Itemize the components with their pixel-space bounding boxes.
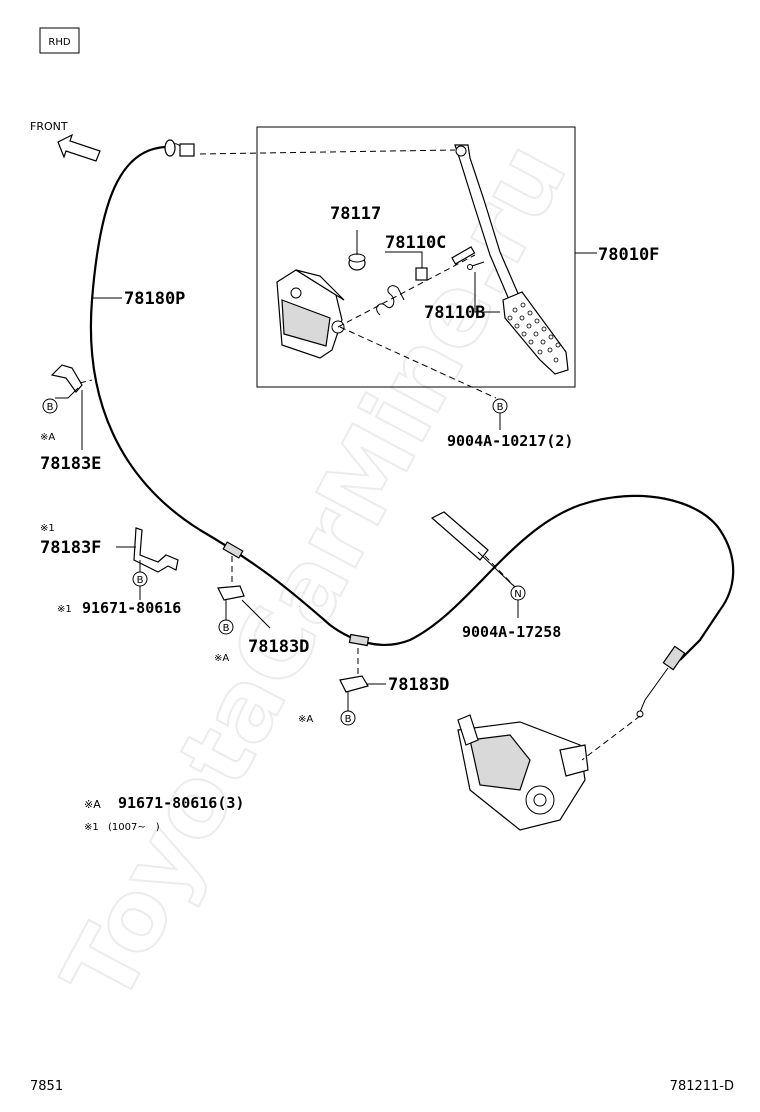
figure-code: 781211-D — [670, 1079, 734, 1094]
bushing-icon — [415, 267, 428, 281]
watermark-text: ToyotaCarMine.ru — [41, 125, 588, 1020]
callout-b-2: B — [497, 402, 504, 413]
leader-lines — [55, 230, 597, 712]
callout-b-4: B — [223, 623, 230, 634]
label-clamp-d-2: 78183D — [388, 675, 449, 695]
front-direction-indicator: FRONT — [30, 120, 101, 162]
bolt-n-dashline — [484, 555, 519, 591]
callout-b-5: B — [345, 714, 352, 725]
cable-to-throttle-dashline — [581, 715, 641, 761]
legend-note-1-mark: ※1 — [84, 822, 99, 833]
page-number: 7851 — [30, 1079, 63, 1094]
accelerator-pedal-icon — [451, 144, 569, 375]
legend-note-a-mark: ※A — [84, 798, 101, 811]
front-arrow-icon — [57, 133, 101, 162]
label-bolt-b-pedal: 9004A-10217(2) — [447, 432, 573, 450]
note-a-mark-1: ※A — [40, 432, 55, 443]
front-label: FRONT — [30, 120, 68, 133]
label-bolt-f: 91671-80616 — [82, 599, 181, 617]
rhd-badge: RHD — [39, 27, 80, 54]
throttle-body-icon — [457, 714, 589, 831]
clamp-e-dashline — [79, 379, 93, 384]
legend-note-1-text: (1007~ ) — [108, 822, 160, 833]
callout-b-3: B — [137, 575, 144, 586]
note-a-mark-2: ※A — [214, 653, 229, 664]
label-bushing: 78110C — [385, 233, 446, 253]
label-pedal-assy: 78010F — [598, 245, 659, 265]
cable-mount-bracket-icon — [430, 511, 519, 591]
note-1-mark-2: ※1 — [57, 604, 72, 615]
clamp-f-icon — [133, 527, 179, 573]
callout-marks: B B B B B N — [42, 398, 526, 726]
notes-legend: ※A 91671-80616(3) ※1 (1007~ ) — [84, 794, 244, 833]
pin-icon — [467, 261, 485, 270]
accelerator-cable — [89, 139, 735, 718]
callout-b-1: B — [47, 402, 54, 413]
pedal-inset-box — [256, 126, 576, 388]
bolt-b-pedal-dashline — [339, 326, 497, 399]
note-a-mark-3: ※A — [298, 714, 313, 725]
label-clamp-f: 78183F — [40, 538, 101, 558]
clamp-d-1-icon — [217, 556, 245, 601]
cable-to-pedal-dashline — [199, 149, 456, 155]
note-1-mark-1: ※1 — [40, 523, 55, 534]
label-accelerator-cable: 78180P — [124, 289, 185, 309]
label-pin: 78110B — [424, 303, 485, 323]
legend-note-a-text: 91671-80616(3) — [118, 794, 244, 812]
label-clamp-e: 78183E — [40, 454, 101, 474]
label-stopper: 78117 — [330, 204, 381, 224]
label-bolt-n: 9004A-17258 — [462, 623, 561, 641]
clamp-e-icon — [50, 364, 83, 393]
pivot-axis-dashline — [337, 254, 476, 328]
rhd-badge-label: RHD — [48, 37, 70, 48]
label-clamp-d-1: 78183D — [248, 637, 309, 657]
pedal-bracket-icon — [276, 269, 345, 359]
stopper-icon — [348, 253, 366, 271]
callout-n: N — [514, 589, 521, 600]
clamp-d-2-icon — [339, 648, 369, 693]
